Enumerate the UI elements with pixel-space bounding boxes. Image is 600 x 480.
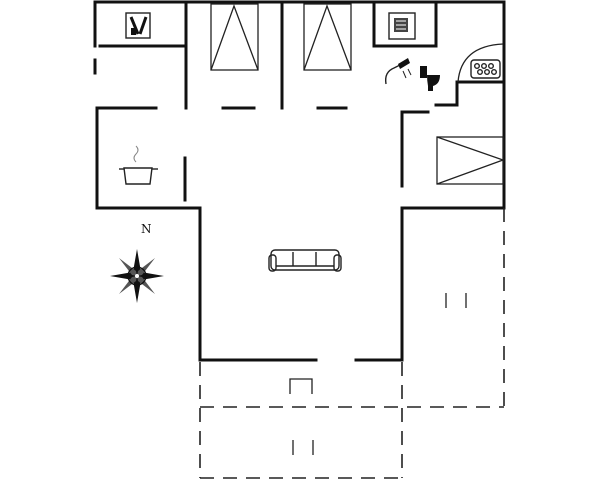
outdoor-chair-1 bbox=[289, 378, 313, 394]
toilet-icon bbox=[420, 66, 440, 91]
wardrobe-3 bbox=[436, 136, 505, 185]
sofa-icon bbox=[268, 249, 342, 272]
outdoor-chair-3 bbox=[292, 440, 314, 455]
stove-icon bbox=[470, 59, 501, 79]
compass-rose-icon bbox=[110, 249, 164, 303]
walls bbox=[93, 0, 506, 362]
cooking-pot-icon bbox=[119, 145, 158, 185]
wardrobe-1 bbox=[210, 3, 259, 71]
compass-north-label: N bbox=[141, 222, 152, 236]
wine-icon bbox=[125, 12, 151, 39]
wardrobe-2 bbox=[303, 3, 352, 71]
terrace-outline bbox=[199, 208, 505, 479]
fireplace-icon bbox=[388, 12, 416, 40]
outdoor-chair-2 bbox=[445, 293, 467, 308]
shower-icon bbox=[384, 58, 412, 85]
bathroom-counter bbox=[457, 43, 504, 83]
